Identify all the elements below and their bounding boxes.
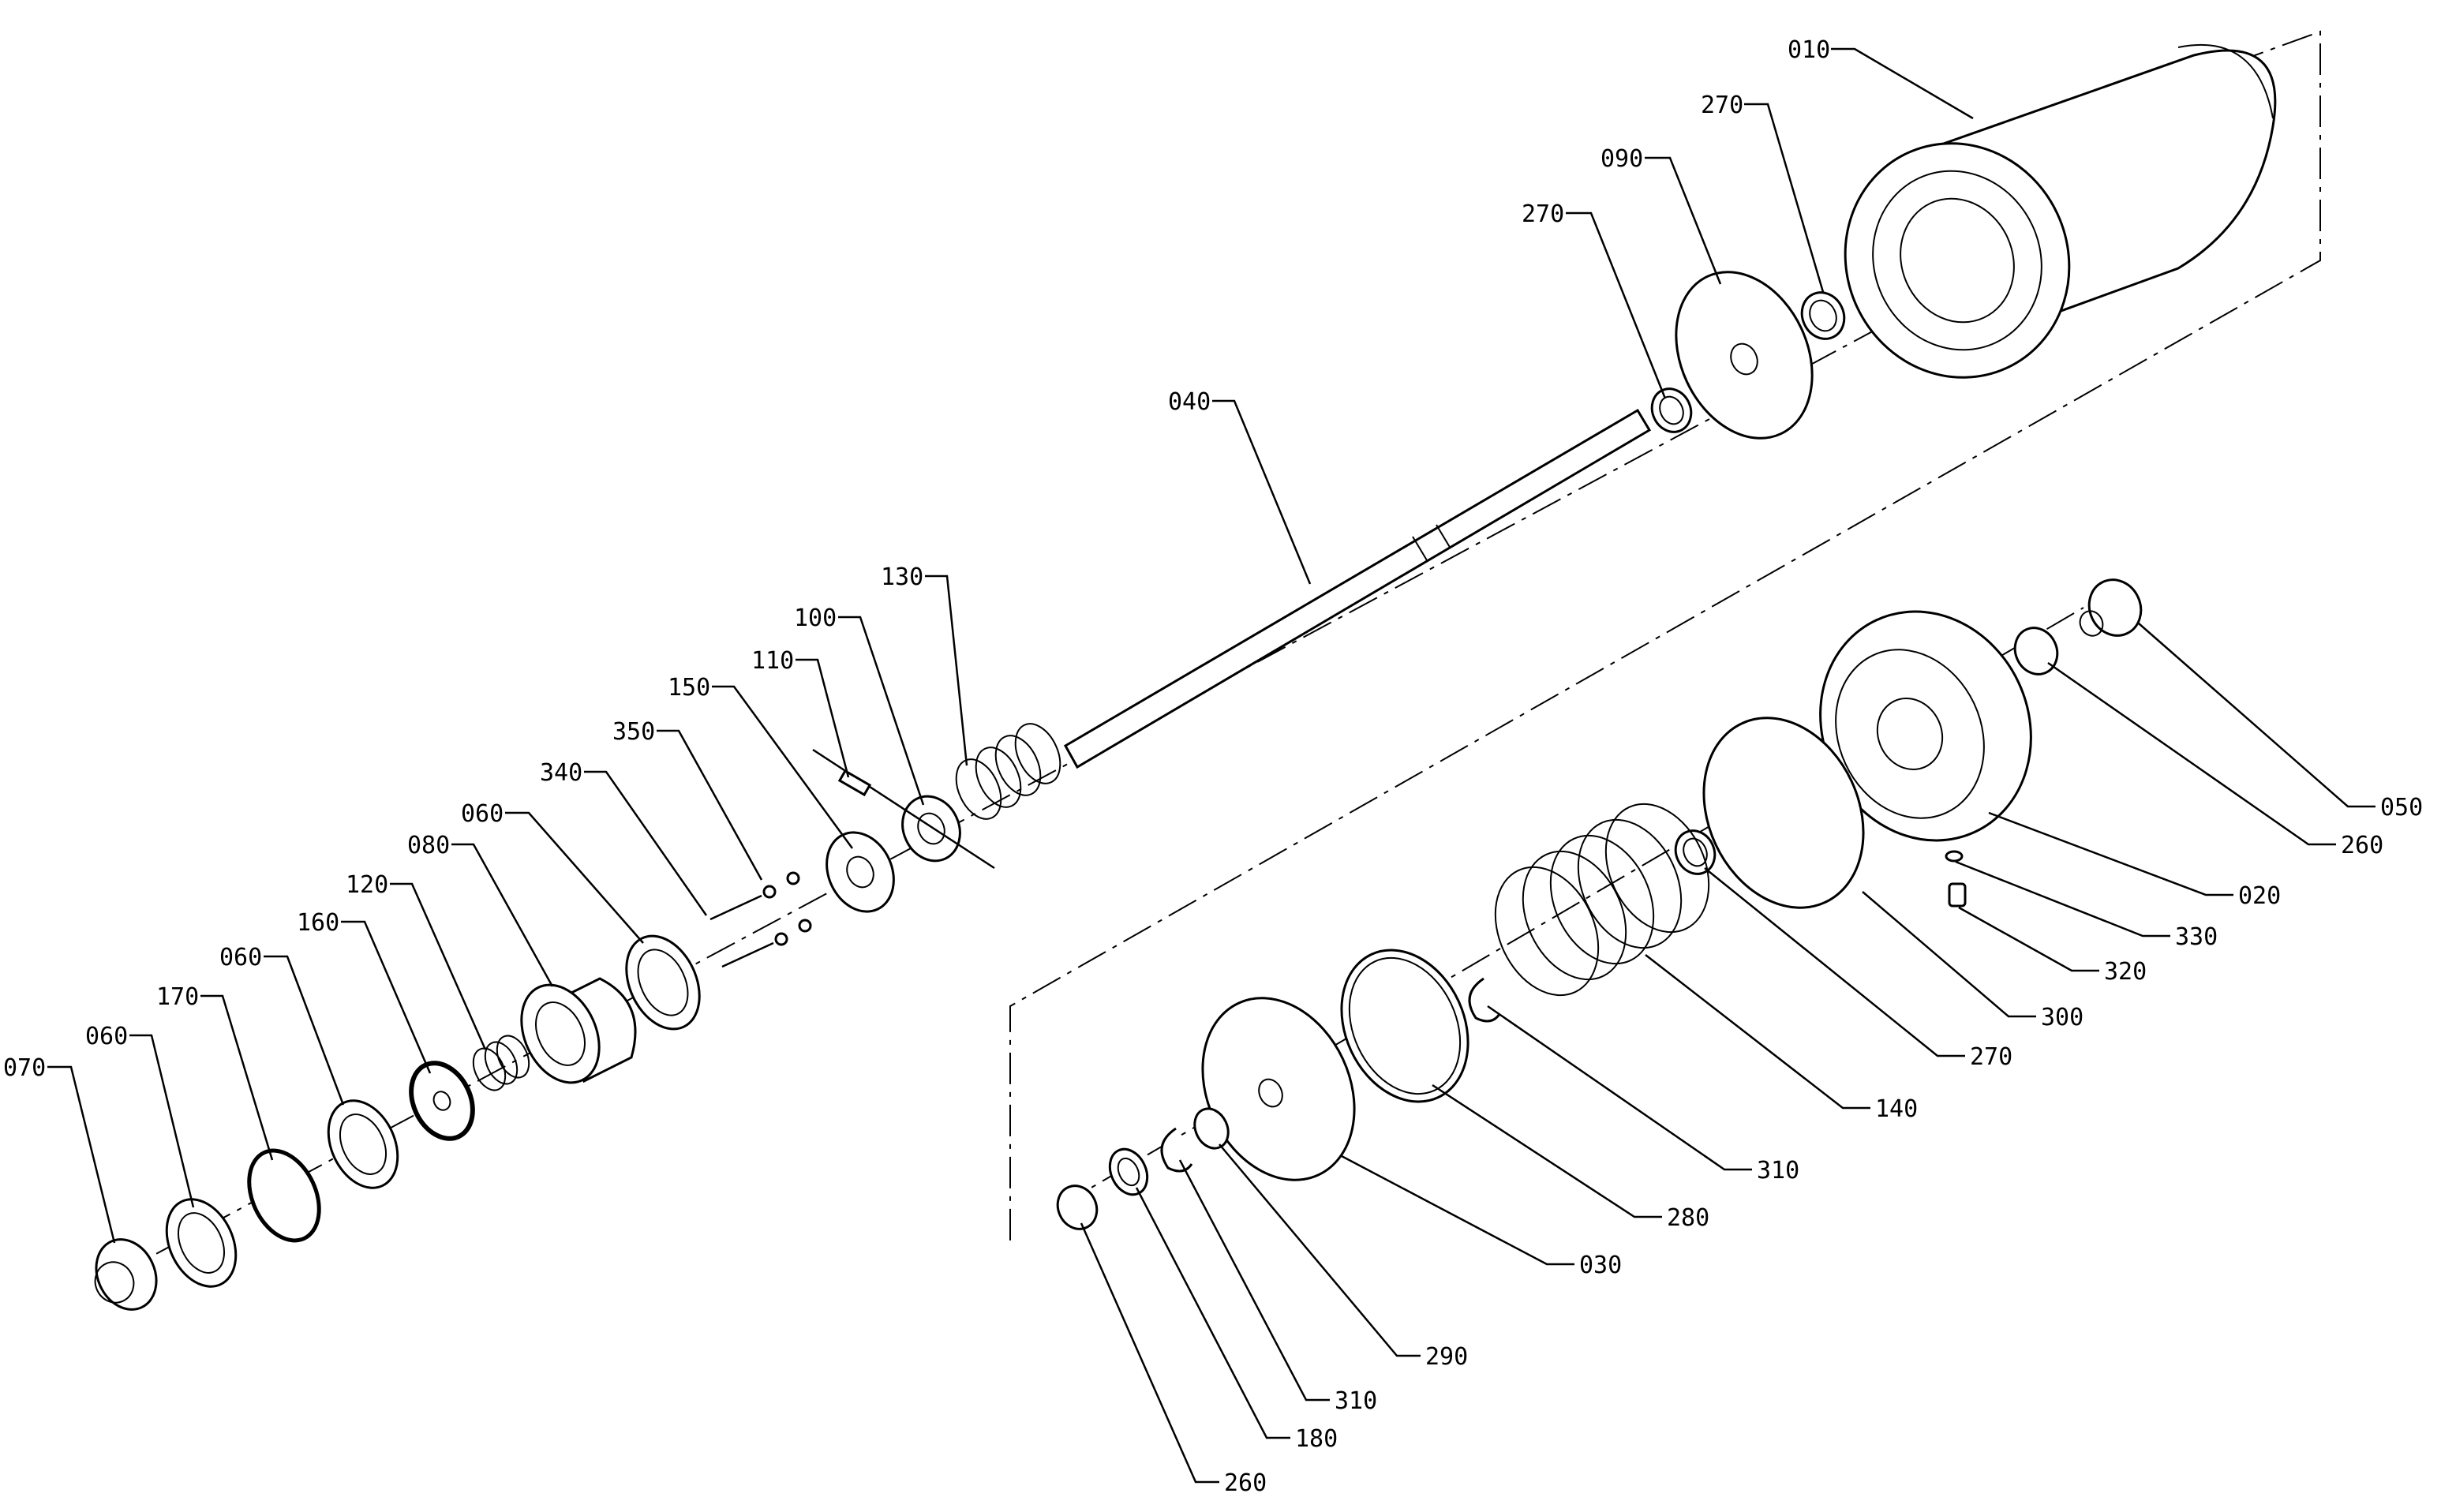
main-axis xyxy=(110,260,2005,1279)
part-280-ring xyxy=(1340,949,1469,1103)
callout-260: 260 xyxy=(2341,832,2383,859)
callout-070: 070 xyxy=(3,1054,46,1082)
callout-290: 290 xyxy=(1425,1343,1468,1371)
callout-270: 270 xyxy=(1970,1043,2012,1071)
part-340-screws xyxy=(709,894,774,968)
callout-330: 330 xyxy=(2175,923,2218,951)
part-180-washer xyxy=(1108,1147,1149,1196)
part-350-washers xyxy=(762,871,812,946)
callout-160: 160 xyxy=(297,909,339,937)
part-060-ring-b xyxy=(327,1099,399,1189)
part-080-valve-body xyxy=(520,977,637,1084)
part-290-oring xyxy=(1193,1107,1230,1150)
leader-lines xyxy=(47,47,2376,1484)
part-010-housing xyxy=(1844,43,2277,379)
part-150-flange xyxy=(826,831,895,913)
part-260-bushing-lower xyxy=(1056,1185,1099,1230)
part-300-oring-large xyxy=(1702,717,1865,909)
part-130-spring xyxy=(955,723,1061,820)
part-050-fitting xyxy=(2079,578,2143,637)
callout-350: 350 xyxy=(612,718,655,746)
part-070-plug xyxy=(94,1238,158,1311)
part-100-bushing xyxy=(901,795,961,863)
callout-260: 260 xyxy=(1224,1469,1267,1497)
part-270-ring-upper xyxy=(1800,291,1846,340)
callout-310: 310 xyxy=(1335,1387,1377,1415)
callout-090: 090 xyxy=(1601,145,1643,173)
part-310-clip-lower xyxy=(1160,1127,1193,1173)
callout-170: 170 xyxy=(156,983,199,1011)
part-060-ring-c xyxy=(165,1198,238,1288)
callout-140: 140 xyxy=(1875,1095,1918,1123)
callout-130: 130 xyxy=(881,563,923,591)
part-310-clip-upper xyxy=(1468,977,1501,1023)
part-060-ring-a xyxy=(625,934,701,1031)
callout-310: 310 xyxy=(1757,1157,1799,1185)
part-260-bushing-upper xyxy=(2013,627,2059,676)
callout-040: 040 xyxy=(1168,388,1211,416)
callout-110: 110 xyxy=(751,647,794,675)
callout-320: 320 xyxy=(2104,958,2147,986)
part-120-spring xyxy=(472,1035,530,1091)
part-110-pin xyxy=(812,748,995,870)
callout-020: 020 xyxy=(2238,882,2281,910)
callout-300: 300 xyxy=(2041,1004,2083,1031)
callout-010: 010 xyxy=(1788,36,1830,64)
callout-080: 080 xyxy=(407,832,450,859)
part-270-ring-lower xyxy=(1674,829,1717,875)
part-160-seal xyxy=(409,1061,475,1141)
callout-060: 060 xyxy=(219,944,262,971)
callout-050: 050 xyxy=(2380,794,2423,821)
callout-120: 120 xyxy=(346,871,388,899)
callout-150: 150 xyxy=(668,674,710,702)
callout-100: 100 xyxy=(794,604,837,632)
part-090-disc xyxy=(1675,271,1814,440)
part-320-screw xyxy=(1948,882,1967,908)
part-040-shaft xyxy=(1063,408,1652,769)
callout-270: 270 xyxy=(1522,200,1564,228)
callout-340: 340 xyxy=(540,759,582,787)
part-170-ring xyxy=(247,1148,321,1243)
callout-060: 060 xyxy=(461,800,504,828)
callout-270: 270 xyxy=(1701,92,1743,119)
callout-060: 060 xyxy=(85,1023,128,1050)
sub-assembly-break-line xyxy=(1009,30,2321,1243)
part-330-oring xyxy=(1945,850,1964,863)
part-140-spring xyxy=(1494,803,1710,997)
callout-280: 280 xyxy=(1667,1204,1709,1232)
callout-030: 030 xyxy=(1579,1252,1622,1279)
callout-180: 180 xyxy=(1295,1425,1338,1453)
